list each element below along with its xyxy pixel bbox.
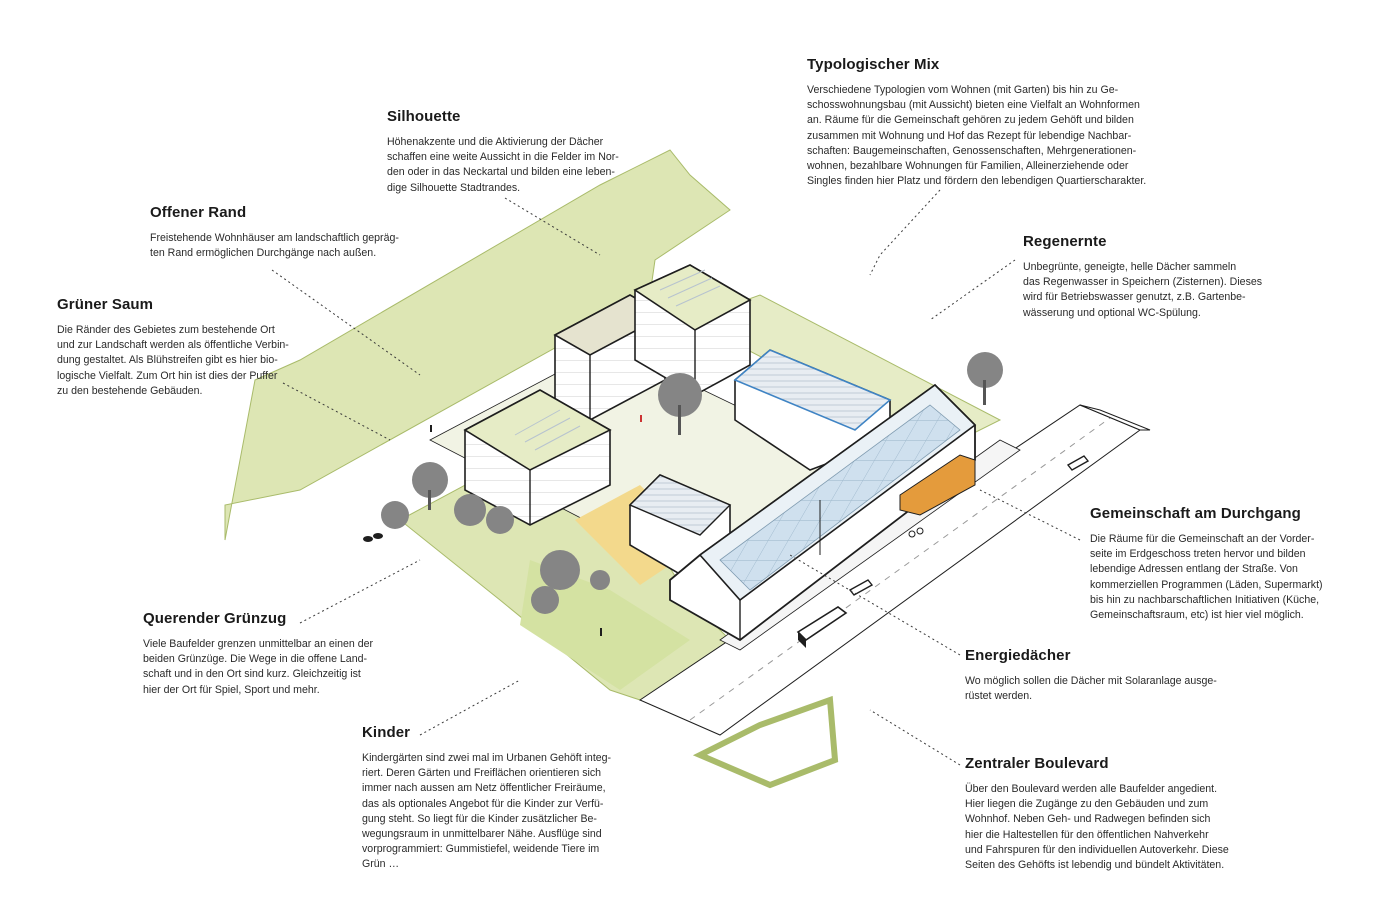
annotation-regenernte: Regenernte Unbegrünte, geneigte, helle D… bbox=[1023, 233, 1313, 321]
annotation-typologischer-mix: Typologischer Mix Verschiedene Typologie… bbox=[807, 56, 1227, 189]
annotation-kinder: Kinder Kindergärten sind zwei mal im Urb… bbox=[362, 724, 652, 873]
animal-icon bbox=[363, 533, 383, 542]
building-block-n bbox=[633, 264, 752, 396]
bicycle-icon bbox=[908, 527, 924, 538]
person-icon bbox=[430, 415, 642, 636]
annotation-text: Über den Boulevard werden alle Baufelder… bbox=[965, 783, 1229, 872]
arrow-icon bbox=[1079, 404, 1151, 431]
bus-icon bbox=[796, 606, 848, 648]
boulevard-lane-line bbox=[689, 417, 1111, 721]
green-corridor-arrow-left bbox=[224, 149, 731, 541]
annotation-text: Verschiedene Typologien vom Wohnen (mit … bbox=[807, 84, 1147, 188]
annotation-silhouette: Silhouette Höhenakzente und die Aktivier… bbox=[387, 108, 687, 196]
annotation-text: Höhenakzente und die Aktivierung der Däc… bbox=[387, 136, 619, 194]
leader-lines bbox=[271, 189, 1081, 766]
annotation-text: Freistehende Wohnhäuser am landschaftlic… bbox=[150, 232, 399, 260]
annotation-text: Die Ränder des Gebietes zum bestehende O… bbox=[57, 324, 289, 397]
annotation-gruener-saum: Grüner Saum Die Ränder des Gebietes zum … bbox=[57, 296, 327, 399]
annotation-text: Die Räume für die Gemeinschaft an der Vo… bbox=[1090, 533, 1323, 622]
annotation-text: Unbegrünte, geneigte, helle Dächer samme… bbox=[1023, 261, 1263, 319]
annotation-gemeinschaft: Gemeinschaft am Durchgang Die Räume für … bbox=[1090, 505, 1380, 623]
annotation-energiedaecher: Energiedächer Wo möglich sollen die Däch… bbox=[965, 647, 1265, 704]
annotation-title: Energiedächer bbox=[965, 647, 1071, 664]
car-icon bbox=[848, 455, 1090, 596]
community-ground-floor bbox=[899, 454, 976, 516]
building-solar-long bbox=[669, 383, 977, 642]
annotation-title: Grüner Saum bbox=[57, 296, 154, 313]
annotation-text: Kindergärten sind zwei mal im Urbanen Ge… bbox=[362, 752, 612, 871]
annotation-title: Silhouette bbox=[387, 108, 461, 125]
annotation-title: Typologischer Mix bbox=[807, 56, 940, 73]
annotation-text: Viele Baufelder grenzen unmittelbar an e… bbox=[143, 638, 374, 696]
annotation-text: Wo möglich sollen die Dächer mit Solaran… bbox=[965, 675, 1217, 703]
annotation-title: Gemeinschaft am Durchgang bbox=[1090, 505, 1301, 522]
annotation-title: Regenernte bbox=[1023, 233, 1107, 250]
annotation-title: Zentraler Boulevard bbox=[965, 755, 1109, 772]
boulevard-arrow-south bbox=[692, 695, 839, 789]
green-playground bbox=[520, 560, 690, 690]
tree-icon bbox=[381, 352, 1003, 614]
annotation-title: Querender Grünzug bbox=[143, 610, 287, 627]
annotation-querender-gruenzug: Querender Grünzug Viele Baufelder grenze… bbox=[143, 610, 423, 698]
building-hall-ne bbox=[733, 349, 892, 471]
annotation-zentraler-boulevard: Zentraler Boulevard Über den Boulevard w… bbox=[965, 755, 1275, 873]
building-block-w bbox=[463, 389, 612, 526]
annotation-offener-rand: Offener Rand Freistehende Wohnhäuser am … bbox=[150, 204, 450, 261]
annotation-title: Offener Rand bbox=[150, 204, 247, 221]
annotation-title: Kinder bbox=[362, 724, 411, 741]
